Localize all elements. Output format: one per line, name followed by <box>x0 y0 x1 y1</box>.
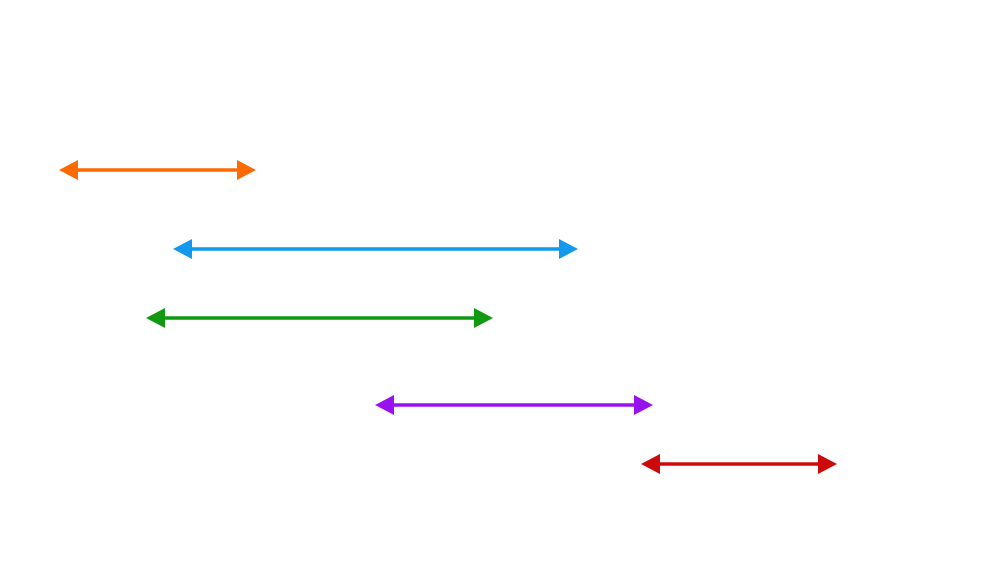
double-arrow-5 <box>641 454 837 474</box>
arrowhead-right <box>237 160 256 180</box>
arrowhead-right <box>818 454 837 474</box>
double-arrow-3 <box>146 308 493 328</box>
double-arrow-2 <box>173 239 578 259</box>
arrowhead-left <box>375 395 394 415</box>
arrowhead-left <box>146 308 165 328</box>
arrowhead-right <box>559 239 578 259</box>
arrowhead-left <box>59 160 78 180</box>
double-arrow-1 <box>59 160 256 180</box>
double-arrow-4 <box>375 395 653 415</box>
arrowhead-left <box>641 454 660 474</box>
arrowhead-right <box>474 308 493 328</box>
arrowhead-right <box>634 395 653 415</box>
arrowhead-left <box>173 239 192 259</box>
